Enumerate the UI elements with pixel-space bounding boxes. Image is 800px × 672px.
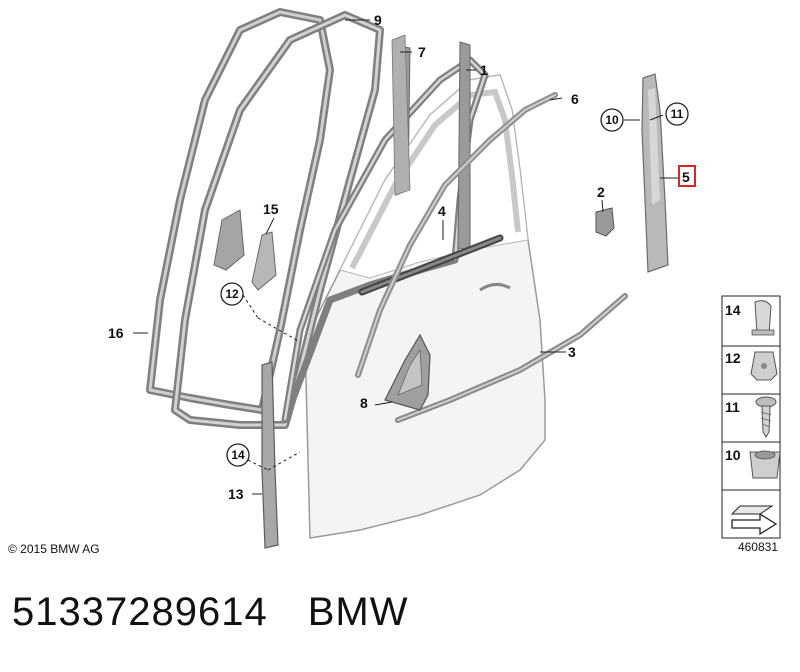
callout-1: 1 (480, 62, 488, 78)
part-number-line: 51337289614 BMW (12, 590, 408, 635)
callout-16: 16 (108, 325, 124, 341)
fastener-legend: 14 12 11 10 (721, 295, 781, 539)
b-pillar-trim (641, 73, 669, 273)
svg-text:12: 12 (225, 287, 239, 301)
legend-label-12: 12 (725, 350, 741, 366)
circled-callout-10: 10 (600, 108, 624, 132)
callout-7: 7 (418, 44, 426, 60)
expansion-nut-icon (749, 450, 781, 479)
mirror-triangle-cover (384, 333, 431, 411)
window-shaft-seal (358, 234, 504, 296)
callout-2: 2 (597, 184, 605, 200)
circled-callout-11: 11 (665, 102, 689, 126)
outer-door-seal (146, 8, 334, 414)
screw-icon (755, 396, 777, 438)
glass-run-channel (355, 92, 558, 378)
nut-clip-icon (750, 351, 778, 381)
arrow-icon[interactable] (730, 505, 778, 536)
part-number: 51337289614 (12, 590, 268, 634)
brand-name: BMW (307, 590, 409, 634)
lower-pillar-seal (261, 361, 279, 549)
callout-8: 8 (360, 395, 368, 411)
svg-text:10: 10 (605, 113, 619, 127)
svg-text:14: 14 (231, 448, 245, 462)
door-frame-seal (171, 11, 384, 429)
legend-label-14: 14 (725, 302, 741, 318)
circled-callout-12: 12 (220, 282, 244, 306)
door-panel (304, 74, 546, 539)
callout-13: 13 (228, 486, 244, 502)
legend-label-11: 11 (725, 399, 740, 415)
door-bottom-seal (395, 293, 628, 423)
callout-4: 4 (438, 203, 446, 219)
door-bracket (595, 207, 615, 237)
catalog-number: 460831 (737, 540, 778, 554)
callout-9: 9 (374, 12, 382, 28)
leader-lines (133, 19, 680, 495)
corner-trim-piece (213, 34, 411, 291)
copyright-notice: © 2015 BMW AG (8, 542, 100, 556)
circled-callout-14: 14 (226, 443, 250, 467)
callout-15: 15 (263, 201, 279, 217)
svg-text:11: 11 (671, 107, 684, 121)
door-seal-diagram: 9 7 1 6 4 2 3 8 15 16 13 5 10 11 12 14 1… (108, 8, 781, 549)
callout-3: 3 (568, 344, 576, 360)
callout-5-highlight-box (678, 165, 696, 187)
callout-6: 6 (571, 91, 579, 107)
legend-label-10: 10 (725, 447, 741, 463)
callout-5: 5 (682, 169, 690, 185)
clip-icon (751, 300, 775, 336)
